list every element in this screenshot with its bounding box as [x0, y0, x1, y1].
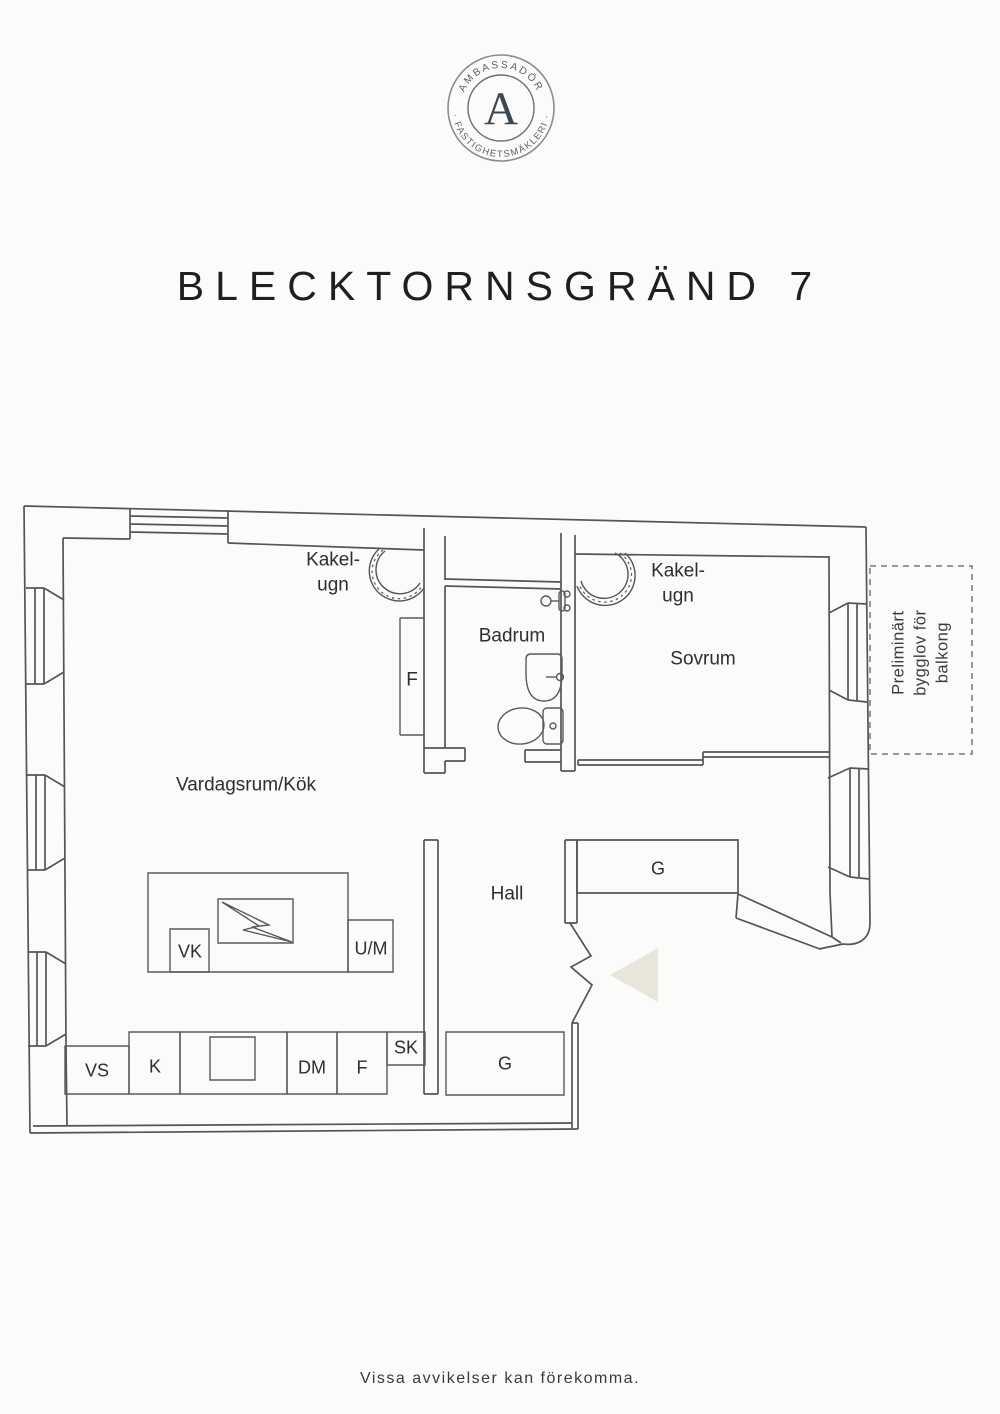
lightning-bolt-icon	[221, 901, 293, 943]
entry-door-swing	[569, 922, 594, 1024]
toilet-bowl-icon	[497, 707, 545, 745]
disclaimer-text: Vissa avvikelser kan förekomma.	[359, 1370, 641, 1387]
label-unit-um: U/M	[354, 938, 388, 959]
label-kakelugn-right: Kakel- ugn	[651, 560, 705, 606]
label-unit-dm: DM	[298, 1057, 326, 1078]
tiled-stoves	[368, 547, 636, 607]
counter-sink	[179, 1031, 288, 1095]
label-closet-g-hall: G	[650, 858, 666, 879]
agency-logo: AMBASSADÖR · FASTIGHETSMÄKLERI · A	[447, 54, 555, 162]
unit-f-kitchen	[336, 1031, 388, 1095]
balcony-note: Preliminärt bygglov för balkong	[889, 609, 951, 696]
label-unit-f-kitchen: F	[356, 1057, 368, 1078]
closet-f-tall	[399, 617, 424, 736]
cooktop	[217, 898, 294, 944]
toilet-tank-icon	[542, 707, 564, 745]
unit-vk	[169, 928, 210, 973]
entry-arrow	[610, 948, 658, 1002]
walls	[23, 505, 871, 1134]
page-title: BLECKTORNSGRÄND 7	[176, 263, 824, 309]
label-closet-f-tall: F	[406, 669, 418, 691]
label-unit-vk: VK	[177, 941, 203, 962]
label-vardagsrum: Vardagsrum/Kök	[175, 774, 317, 796]
label-hall: Hall	[490, 883, 524, 905]
unit-sk	[386, 1031, 426, 1066]
label-kakelugn-left: Kakel- ugn	[306, 549, 360, 595]
label-unit-sk: SK	[393, 1037, 419, 1058]
sink-basin-square	[209, 1036, 256, 1081]
logo-monogram: A	[484, 83, 518, 135]
logo-inner-ring	[467, 74, 535, 142]
bathroom-fixtures	[497, 590, 571, 745]
label-unit-k: K	[148, 1056, 162, 1077]
label-sovrum: Sovrum	[670, 648, 736, 670]
unit-um	[347, 919, 394, 973]
sink-icon	[525, 653, 563, 702]
label-badrum: Badrum	[478, 625, 546, 647]
label-closet-g-entry: G	[497, 1053, 513, 1074]
shower-mixer-icon	[540, 595, 552, 607]
fixtures	[64, 617, 565, 1096]
balcony-outline-dashed	[869, 565, 973, 755]
closet-g-entry	[445, 1031, 565, 1096]
logo-outer-ring	[447, 54, 555, 162]
label-unit-vs: VS	[84, 1060, 110, 1081]
